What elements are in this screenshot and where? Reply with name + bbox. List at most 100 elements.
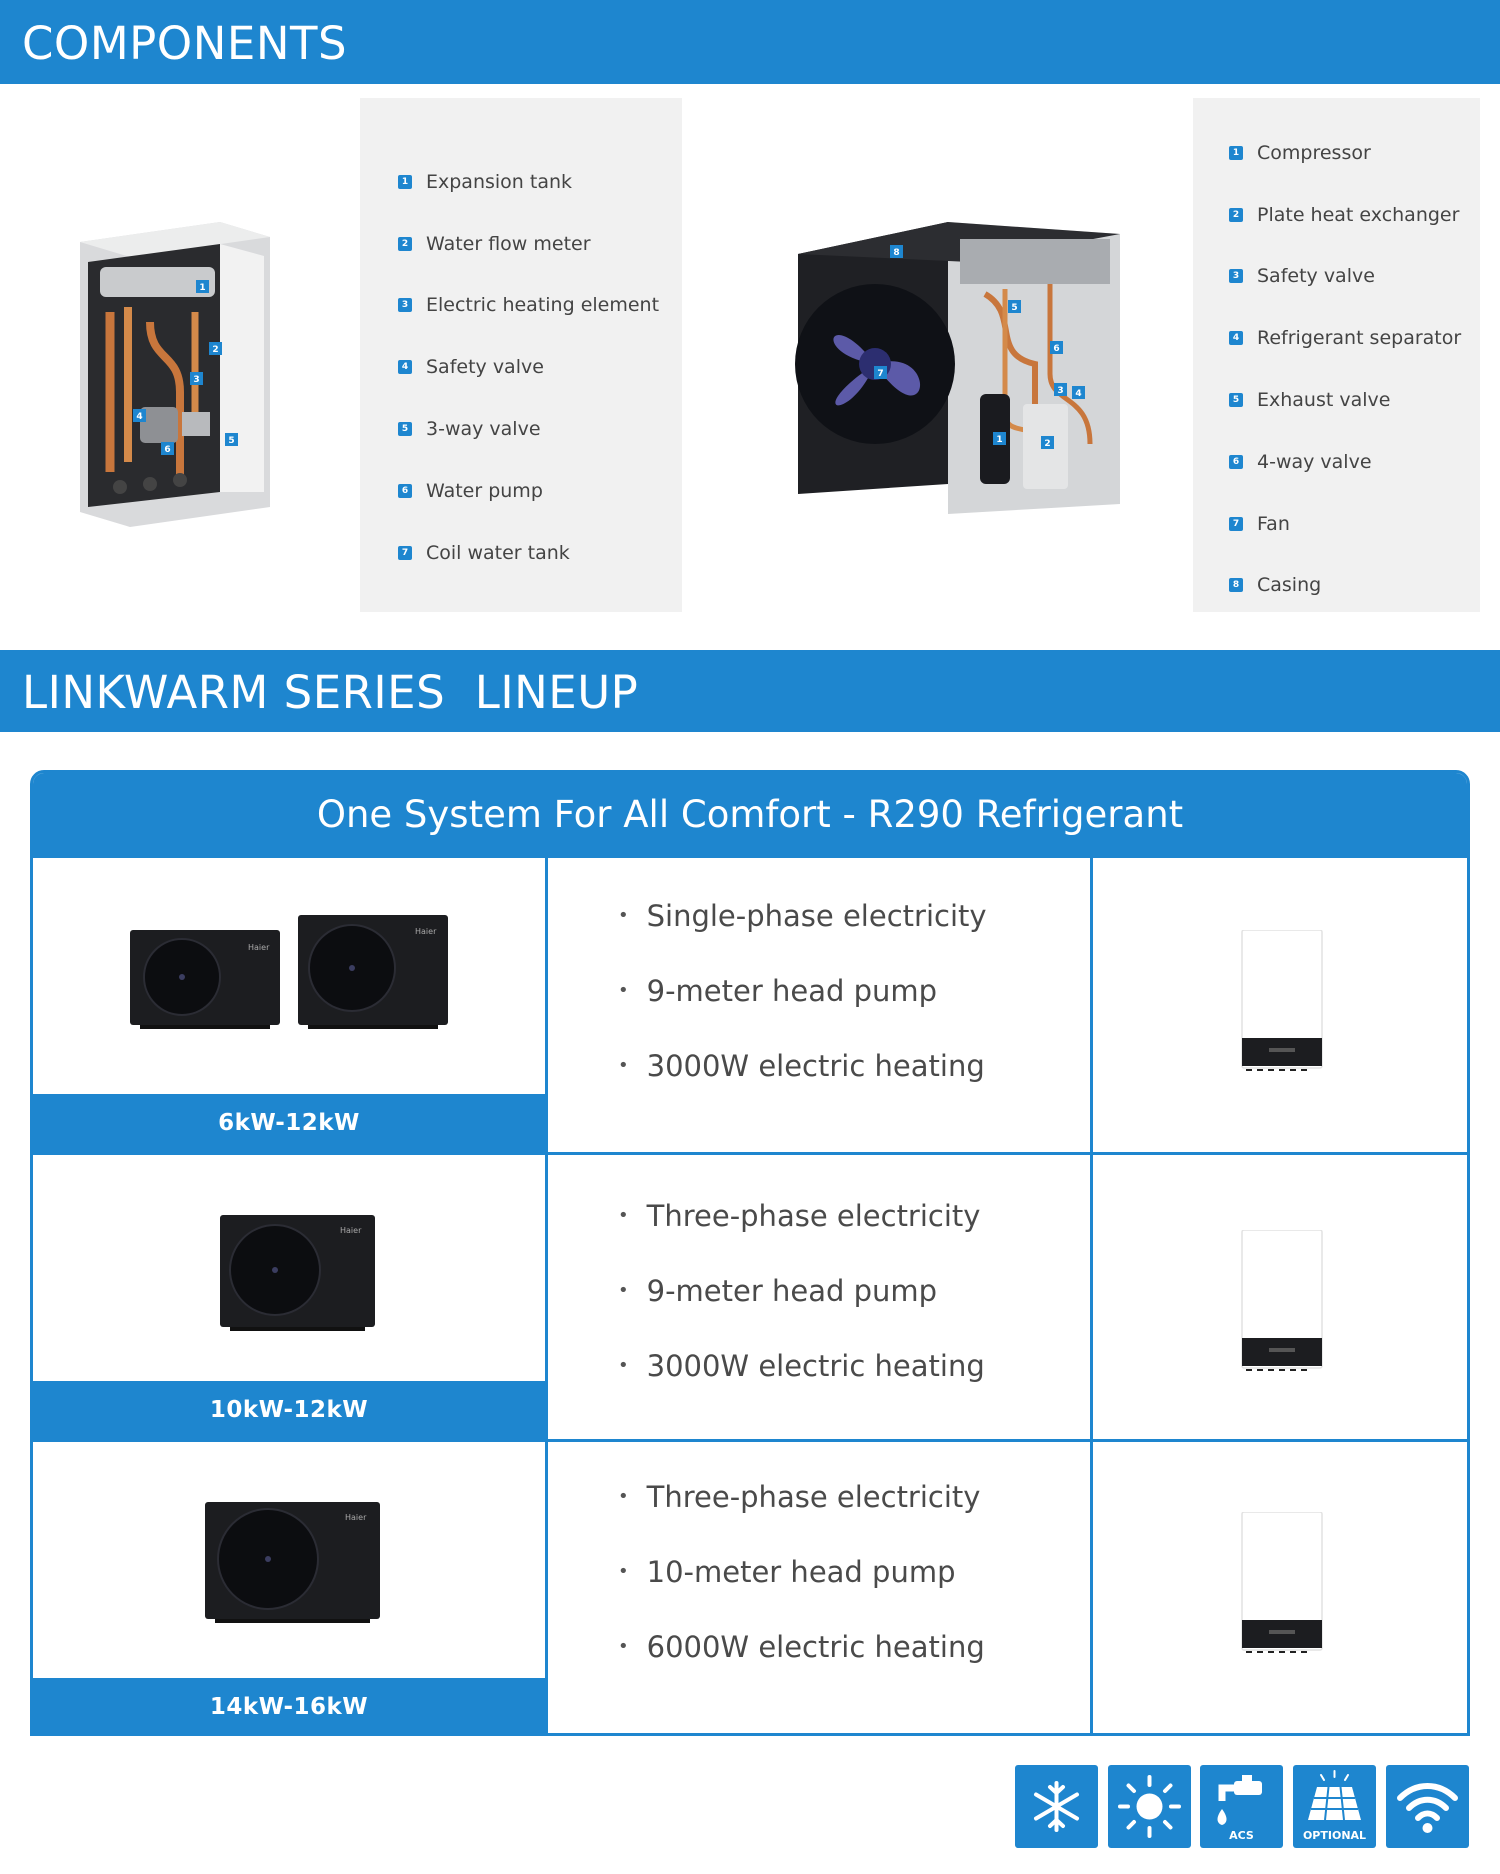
outdoor-unit-cell: Haier 14kW-16kW xyxy=(33,1442,548,1733)
outdoor-unit-cutaway-image: 1 2 3 4 5 6 7 8 xyxy=(795,222,1120,514)
bullet-icon: • xyxy=(618,1486,629,1507)
indoor-parts-panel: 1 Expansion tank 2 Water flow meter 3 Elect… xyxy=(360,98,682,612)
list-item: 2 Plate heat exchanger xyxy=(1229,184,1461,246)
part-label: Refrigerant separator xyxy=(1257,327,1462,350)
brand-logo: Haier xyxy=(248,943,270,952)
feature-label: OPTIONAL xyxy=(1302,1829,1367,1842)
wifi-icon xyxy=(1386,1765,1469,1848)
list-item: 1 Compressor xyxy=(1229,122,1461,184)
outdoor-parts-panel: 1 Compressor 2 Plate heat exchanger 3 Safet… xyxy=(1193,98,1480,612)
table-row: Haier Haier 6kW-12kW • Single-phase elect… xyxy=(33,855,1467,1152)
bullet-icon: • xyxy=(618,1561,629,1582)
spec-text: 3000W electric heating xyxy=(646,1348,985,1383)
list-item: 3 Electric heating element xyxy=(398,275,659,337)
part-label: Water flow meter xyxy=(426,232,591,255)
hot-water-tap-icon: ACS xyxy=(1200,1765,1283,1848)
outdoor-marker: 8 xyxy=(893,248,899,258)
brand-logo: Haier xyxy=(345,1513,367,1522)
indoor-unit-image xyxy=(1241,1230,1323,1371)
part-label: Fan xyxy=(1257,512,1290,535)
outdoor-unit-image: Haier xyxy=(205,1502,380,1623)
bullet-icon: • xyxy=(618,1280,629,1301)
specs-cell: •Three-phase electricity • 9-meter head p… xyxy=(548,1155,1093,1439)
capacity-label: 6kW-12kW xyxy=(33,1094,545,1152)
spec-text: 9-meter head pump xyxy=(646,1273,938,1308)
list-item: 6 4-way valve xyxy=(1229,431,1461,493)
components-banner: COMPONENTS xyxy=(0,0,1500,84)
outdoor-marker: 7 xyxy=(877,369,883,379)
list-item: 6 Water pump xyxy=(398,460,659,522)
brand-logo: Haier xyxy=(415,927,437,936)
indoor-unit-cutaway-image: 1 2 3 4 5 6 xyxy=(80,222,270,527)
part-number-badge: 2 xyxy=(398,236,412,251)
spec-text: Three-phase electricity xyxy=(646,1479,981,1514)
list-item: •6000W electric heating xyxy=(618,1609,985,1684)
part-label: Compressor xyxy=(1257,141,1371,164)
part-number-badge: 5 xyxy=(398,422,412,437)
outdoor-marker: 4 xyxy=(1075,389,1081,399)
part-number-badge: 1 xyxy=(398,174,412,189)
list-item: 5 Exhaust valve xyxy=(1229,369,1461,431)
part-number-badge: 2 xyxy=(1229,207,1243,222)
table-row: Haier 10kW-12kW •Three-phase electricity… xyxy=(33,1152,1467,1439)
list-item: • Single-phase electricity xyxy=(618,878,987,953)
brand-logo: Haier xyxy=(340,1226,362,1235)
spec-list: •Three-phase electricity • 9-meter head p… xyxy=(618,1178,985,1403)
outdoor-parts-list: 1 Compressor 2 Plate heat exchanger 3 Safet… xyxy=(1229,122,1461,616)
part-number-badge: 5 xyxy=(1229,393,1243,408)
bullet-icon: • xyxy=(618,1205,629,1226)
outdoor-unit-cell: Haier Haier 6kW-12kW xyxy=(33,858,548,1152)
spec-list: • Single-phase electricity •9-meter head … xyxy=(618,878,987,1103)
part-number-badge: 8 xyxy=(1229,578,1243,593)
outdoor-marker: 2 xyxy=(1044,439,1050,449)
snowflake-icon xyxy=(1015,1765,1098,1848)
list-item: 4 Safety valve xyxy=(398,336,659,398)
part-number-badge: 1 xyxy=(1229,145,1243,160)
table-title: One System For All Comfort - R290 Refrig… xyxy=(33,773,1467,855)
indoor-marker: 6 xyxy=(164,445,170,455)
part-number-badge: 6 xyxy=(1229,454,1243,469)
indoor-unit-cell xyxy=(1093,858,1467,1152)
list-item: • Three-phase electricity xyxy=(618,1459,985,1534)
bullet-icon: • xyxy=(618,1636,629,1657)
part-number-badge: 7 xyxy=(398,545,412,560)
list-item: 2 Water flow meter xyxy=(398,213,659,275)
list-item: •3000W electric heating xyxy=(618,1328,985,1403)
spec-text: 9-meter head pump xyxy=(646,973,938,1008)
part-label: Electric heating element xyxy=(426,294,660,317)
outdoor-marker: 5 xyxy=(1011,303,1017,313)
part-number-badge: 6 xyxy=(398,483,412,498)
feature-label: ACS xyxy=(1229,1829,1254,1842)
list-item: 3 Safety valve xyxy=(1229,246,1461,308)
list-item: •Three-phase electricity xyxy=(618,1178,985,1253)
list-item: •3000W electric heating xyxy=(618,1028,987,1103)
bullet-icon: • xyxy=(618,905,629,926)
indoor-unit-image xyxy=(1241,930,1323,1071)
part-label: Water pump xyxy=(426,479,543,502)
capacity-label: 10kW-12kW xyxy=(33,1381,545,1439)
part-label: 4-way valve xyxy=(1257,450,1372,473)
table-row: Haier 14kW-16kW • Three-phase electricity… xyxy=(33,1439,1467,1733)
spec-list: • Three-phase electricity • 10-meter head … xyxy=(618,1459,985,1684)
part-label: Exhaust valve xyxy=(1257,389,1391,412)
part-number-badge: 3 xyxy=(1229,269,1243,284)
part-label: Expansion tank xyxy=(426,170,573,193)
sun-icon xyxy=(1108,1765,1191,1848)
indoor-unit-cell xyxy=(1093,1155,1467,1439)
spec-text: 10-meter head pump xyxy=(646,1554,956,1589)
lineup-table: One System For All Comfort - R290 Refrig… xyxy=(30,770,1470,1736)
part-label: Plate heat exchanger xyxy=(1257,203,1460,226)
part-label: Safety valve xyxy=(426,356,544,379)
part-number-badge: 4 xyxy=(398,360,412,375)
list-item: •9-meter head pump xyxy=(618,953,987,1028)
spec-text: Single-phase electricity xyxy=(646,898,987,933)
indoor-parts-list: 1 Expansion tank 2 Water flow meter 3 Elect… xyxy=(398,151,659,584)
part-label: Safety valve xyxy=(1257,265,1375,288)
specs-cell: • Three-phase electricity • 10-meter head … xyxy=(548,1442,1093,1733)
part-number-badge: 3 xyxy=(398,298,412,313)
